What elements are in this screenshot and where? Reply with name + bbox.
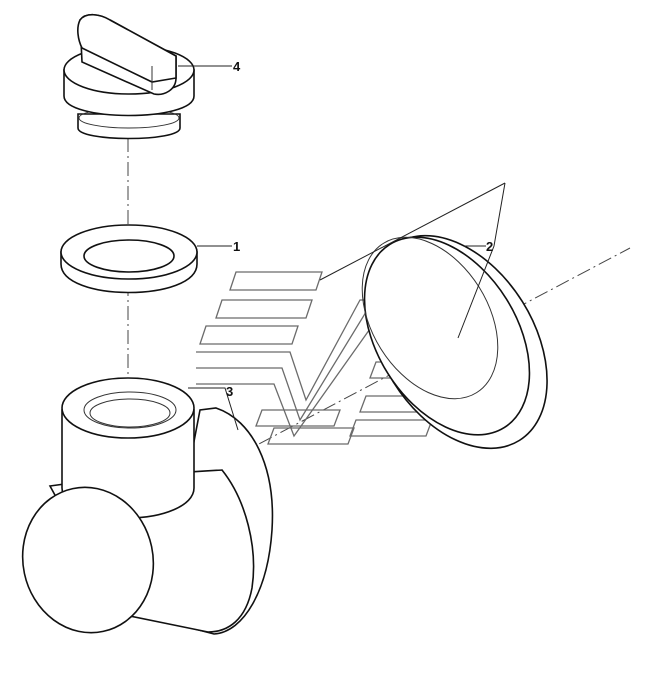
- callout-4: 4: [233, 59, 241, 74]
- leader-line-3: [188, 387, 239, 431]
- filler-cap: [63, 13, 195, 140]
- leader-line-2-branch: [457, 182, 506, 339]
- round-cover-plate: [361, 234, 548, 450]
- callout-2: 2: [486, 239, 493, 254]
- callout-1: 1: [233, 239, 240, 254]
- leader-line-2-tail: [319, 182, 506, 281]
- sealing-washer: [60, 224, 198, 294]
- callout-3: 3: [226, 384, 233, 399]
- tee-fitting-body: [21, 377, 274, 635]
